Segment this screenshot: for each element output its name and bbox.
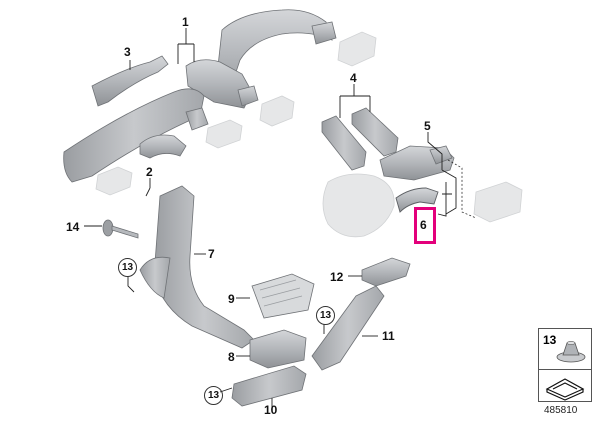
clip-symbol-icon bbox=[545, 378, 585, 401]
part-3-duct bbox=[91, 55, 169, 107]
reference-label: 13 bbox=[543, 333, 557, 347]
part-6-elbow bbox=[395, 187, 439, 213]
callout-2: 2 bbox=[146, 165, 153, 179]
callout-10: 10 bbox=[264, 403, 278, 417]
callout-12: 12 bbox=[330, 270, 344, 284]
fastener-icon bbox=[556, 341, 586, 363]
part-2-elbow bbox=[139, 134, 187, 159]
part-14-bolt bbox=[102, 219, 139, 239]
callout-14: 14 bbox=[66, 220, 80, 234]
drawing-code: 485810 bbox=[544, 405, 578, 416]
reference-box: 13 bbox=[538, 328, 592, 402]
part-1-duct-assembly bbox=[185, 9, 337, 109]
callout-7: 7 bbox=[208, 247, 215, 261]
callout-13-circled: 13 bbox=[316, 306, 335, 325]
ghost-parts bbox=[95, 31, 523, 238]
callout-11: 11 bbox=[382, 329, 395, 343]
part-10-duct bbox=[231, 365, 307, 407]
callout-13-circled: 13 bbox=[118, 258, 137, 277]
callout-8: 8 bbox=[228, 350, 235, 364]
callout-6: 6 bbox=[420, 218, 427, 232]
part-8-block bbox=[249, 329, 307, 369]
callout-9: 9 bbox=[228, 292, 235, 306]
highlight-box bbox=[414, 207, 436, 244]
part-9-grille bbox=[251, 273, 315, 319]
part-11-duct bbox=[311, 285, 385, 371]
callout-5: 5 bbox=[424, 119, 431, 133]
dashed-leader-lines bbox=[447, 159, 477, 219]
part-7-vertical-duct bbox=[139, 185, 255, 349]
reference-divider bbox=[539, 369, 591, 370]
callout-3: 3 bbox=[124, 45, 131, 59]
callout-13-circled: 13 bbox=[204, 386, 223, 405]
part-5-connector bbox=[379, 145, 455, 181]
callout-1: 1 bbox=[182, 15, 189, 29]
part-4-tubes bbox=[321, 107, 399, 171]
leader-lines bbox=[84, 28, 457, 410]
callout-4: 4 bbox=[350, 71, 357, 85]
long-diagonal-duct bbox=[63, 88, 209, 183]
part-12-clip bbox=[361, 257, 411, 287]
